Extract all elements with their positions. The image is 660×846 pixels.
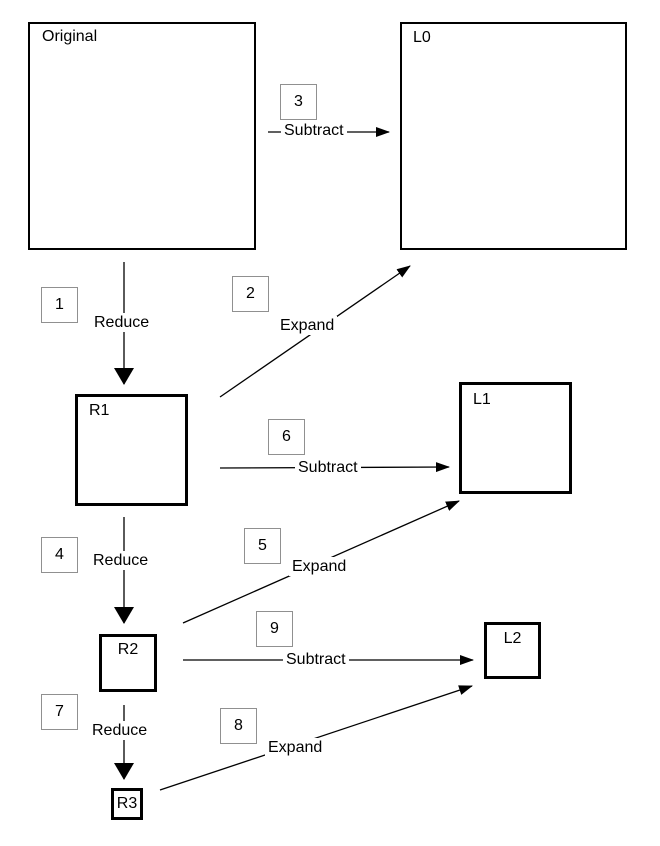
original-image-box: Original [28,22,256,250]
subtract-label-3: Subtract [281,121,347,140]
step-box-5: 5 [244,528,281,564]
l0-image-label: L0 [413,29,431,46]
l1-image-label: L1 [473,391,491,408]
step-box-2: 2 [232,276,269,312]
reduce-label-7: Reduce [89,721,151,740]
original-image-label: Original [42,28,98,45]
step-number-9: 9 [270,620,279,637]
r2-image-box: R2 [99,634,157,692]
step-number-1: 1 [55,296,64,313]
l0-image-box: L0 [400,22,627,250]
step-number-3: 3 [294,93,303,110]
r2-image-label: R2 [117,641,139,658]
r3-image-box: R3 [111,788,143,820]
step-number-5: 5 [258,537,267,554]
l2-image-label: L2 [503,630,522,647]
r1-image-box: R1 [75,394,188,506]
reduce-label-1: Reduce [91,313,153,332]
step-number-8: 8 [234,717,243,734]
step-number-6: 6 [282,428,291,445]
step-number-2: 2 [246,285,255,302]
step-box-3: 3 [280,84,317,120]
step-number-7: 7 [55,703,64,720]
step-box-4: 4 [41,537,78,573]
step-box-9: 9 [256,611,293,647]
step-box-1: 1 [41,287,78,323]
step-box-6: 6 [268,419,305,455]
expand-label-8: Expand [265,738,326,757]
step-box-8: 8 [220,708,257,744]
r3-image-label: R3 [116,795,138,812]
subtract-label-6: Subtract [295,458,361,477]
l2-image-box: L2 [484,622,541,679]
reduce-label-4: Reduce [90,551,152,570]
r1-image-label: R1 [89,402,110,419]
expand-label-2: Expand [277,316,338,335]
l1-image-box: L1 [459,382,572,494]
step-number-4: 4 [55,546,64,563]
expand-label-5: Expand [289,557,350,576]
subtract-label-9: Subtract [283,650,349,669]
step-box-7: 7 [41,694,78,730]
